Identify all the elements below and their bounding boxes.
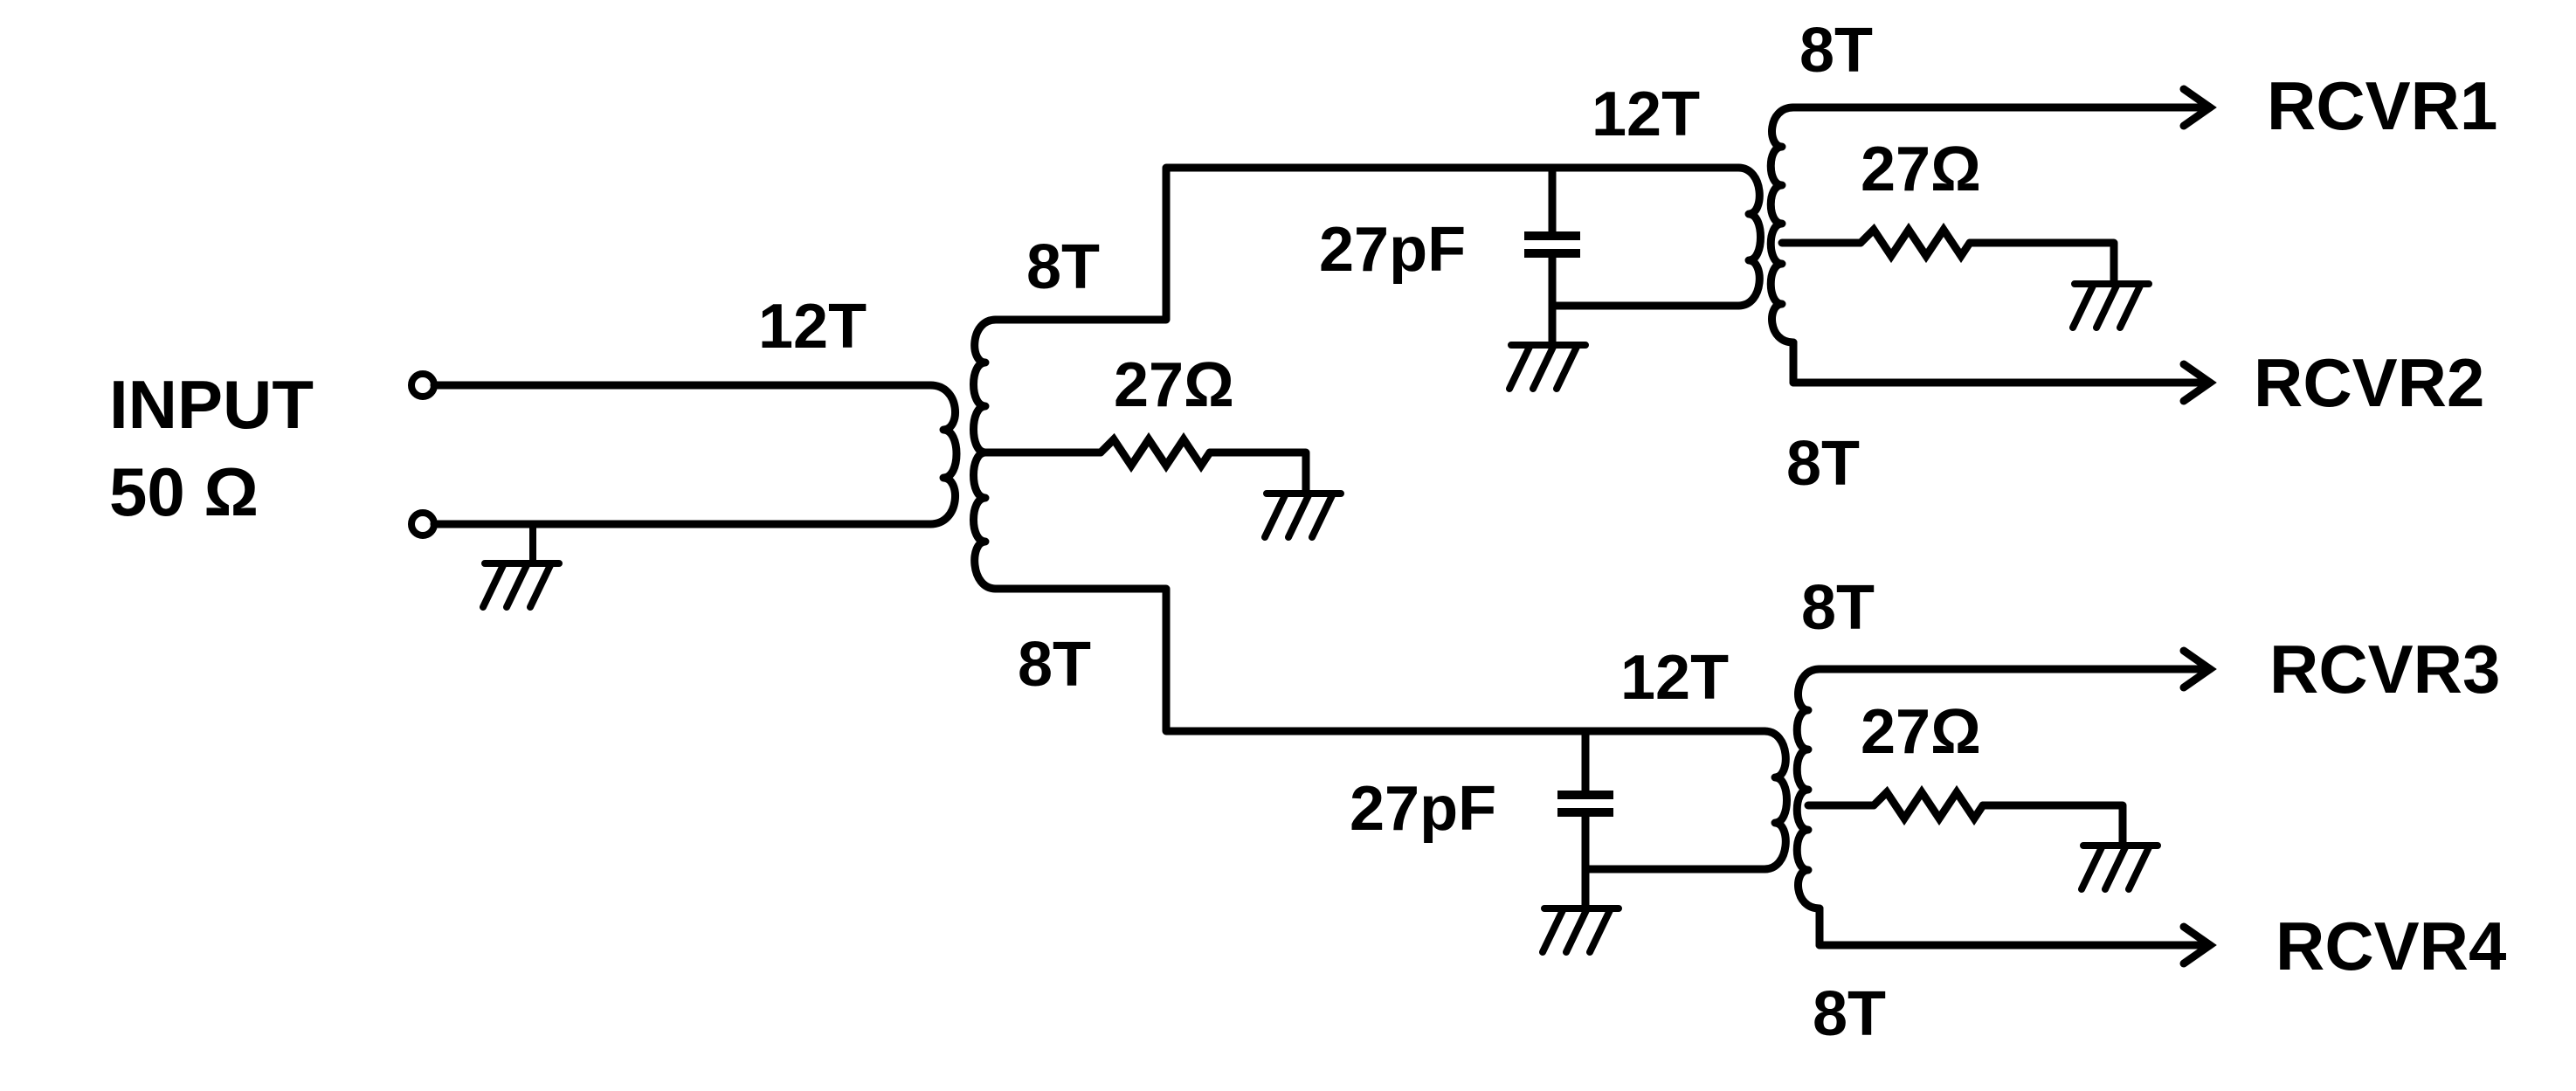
input-impedance-label: 50 Ω <box>109 453 259 530</box>
lower-out2-turns-label: 8T <box>1813 979 1886 1049</box>
main-resistor-label: 27Ω <box>1114 350 1234 420</box>
upper-out1-turns-label: 8T <box>1799 16 1873 86</box>
rcvr4-arrow <box>2179 922 2217 968</box>
upper-branch-feed-wire <box>991 163 1743 324</box>
ground-symbol-main <box>1261 490 1344 541</box>
rcvr1-arrow <box>2179 85 2217 130</box>
upper-primary-turns-label: 12T <box>1592 79 1700 149</box>
main-transformer-secondary <box>970 163 1769 735</box>
lower-resistor-label: 27Ω <box>1861 697 1981 767</box>
lower-capacitor-label: 27pF <box>1350 774 1496 844</box>
upper-out2-turns-label: 8T <box>1786 429 1860 499</box>
rcvr3-label: RCVR3 <box>2269 631 2500 708</box>
lower-resistor <box>1869 784 1987 826</box>
ground-symbol-lower-res <box>2078 842 2161 893</box>
upper-resistor <box>1856 222 1974 264</box>
upper-resistor-ground-wire <box>1965 238 2118 288</box>
lower-transformer-primary-coil <box>1760 727 1791 873</box>
main-resistor-ground-wire <box>1205 448 1310 498</box>
rcvr3-arrow <box>2179 646 2217 692</box>
ground-symbol-lower-cap <box>1539 866 1622 956</box>
main-transformer-primary-coil <box>926 381 961 528</box>
lower-out1-turns-label: 8T <box>1801 573 1875 643</box>
rcvr4-label: RCVR4 <box>2276 908 2506 984</box>
ground-symbol-input <box>480 521 563 611</box>
upper-resistor-label: 27Ω <box>1861 135 1981 204</box>
lower-resistor-ground-wire <box>1979 801 2127 850</box>
ground-symbol-upper-cap <box>1506 302 1589 392</box>
input-label: INPUT <box>109 366 314 443</box>
main-lower-turns-label: 8T <box>1018 630 1091 700</box>
rcvr2-arrow <box>2179 360 2217 405</box>
rcvr2-label: RCVR2 <box>2254 344 2484 421</box>
upper-transformer-primary-coil <box>1734 163 1765 310</box>
upper-capacitor-label: 27pF <box>1319 215 1466 285</box>
input-section <box>408 370 961 611</box>
main-resistor <box>1096 432 1214 473</box>
lower-branch-feed-wire <box>991 584 1769 735</box>
lower-branch <box>1539 646 2217 968</box>
lower-primary-turns-label: 12T <box>1620 643 1729 713</box>
lower-transformer-secondary-coil <box>1792 665 1824 913</box>
upper-branch <box>1506 85 2217 405</box>
rcvr1-label: RCVR1 <box>2267 67 2497 144</box>
main-primary-turns-label: 12T <box>758 292 867 362</box>
ground-symbol-upper-res <box>2069 280 2152 331</box>
main-upper-turns-label: 8T <box>1026 232 1100 302</box>
upper-transformer-secondary-coil <box>1766 103 1798 347</box>
labels: INPUT 50 Ω 12T 8T 8T 27Ω 27pF 12T 8T 8T … <box>109 16 2506 1049</box>
